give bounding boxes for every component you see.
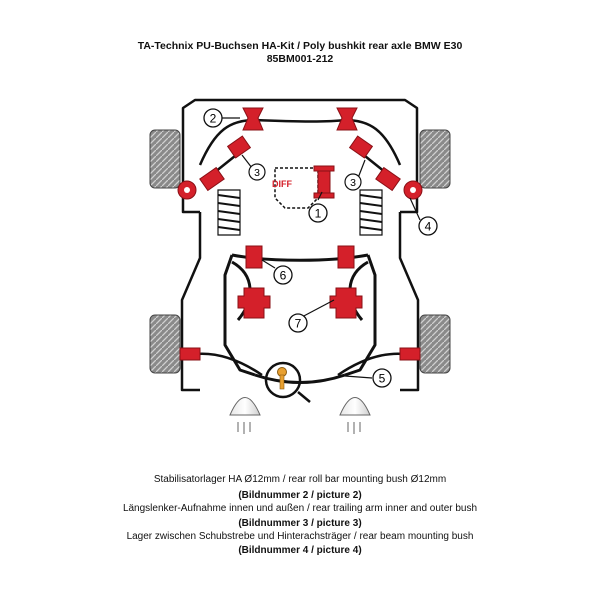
wheel-front-left (149, 129, 181, 189)
svg-text:3: 3 (254, 167, 260, 179)
differential: DIFF (272, 167, 319, 209)
lamp-left (229, 397, 261, 434)
bush-diff-mount (313, 165, 335, 199)
svg-text:1: 1 (315, 207, 322, 221)
callout-2: 2 (203, 108, 223, 128)
bush-beam-upper-left (245, 245, 263, 269)
caption-picture-4: (Bildnummer 4 / picture 4) (238, 545, 362, 556)
bush-beam-lower-left (237, 287, 271, 319)
caption-picture-2: (Bildnummer 2 / picture 2) (238, 490, 362, 501)
bush-trailing-arm-inner-right (348, 135, 374, 159)
bush-rear-arm-left (179, 347, 201, 361)
diff-label: DIFF (272, 179, 292, 189)
svg-text:7: 7 (295, 317, 302, 331)
bush-mount-right (403, 180, 423, 200)
bush-roll-bar-right (336, 107, 358, 131)
caption-rear-beam: Lager zwischen Schubstrebe und Hinterach… (126, 531, 474, 542)
bush-trailing-arm-outer-right (375, 166, 401, 192)
caption-roll-bar: Stabilisatorlager HA Ø12mm / rear roll b… (153, 474, 447, 485)
bush-trailing-arm-outer-left (199, 166, 225, 192)
svg-text:5: 5 (379, 372, 386, 386)
title-line-1: TA-Technix PU-Buchsen HA-Kit / Poly bush… (137, 40, 463, 52)
spring-left (217, 189, 241, 236)
spring-right (359, 189, 383, 236)
svg-text:3: 3 (350, 177, 356, 189)
rear-axle-diagram: DIFF (149, 98, 451, 434)
callout-7: 7 (288, 313, 308, 333)
svg-text:6: 6 (280, 269, 287, 283)
wheel-rear-right (419, 314, 451, 374)
bush-mount-left (177, 180, 197, 200)
frame-outline (180, 98, 420, 392)
svg-text:2: 2 (210, 112, 217, 126)
roll-bar (198, 118, 402, 166)
bush-roll-bar-left (242, 107, 264, 131)
bush-rear-arm-right (399, 347, 421, 361)
bush-trailing-arm-inner-left (226, 135, 252, 159)
callout-6: 6 (273, 265, 293, 285)
magnifier (264, 361, 311, 403)
bush-beam-lower-right (329, 287, 363, 319)
callout-3-right: 3 (344, 173, 362, 191)
callout-leaders (222, 117, 421, 379)
callout-4: 4 (418, 216, 438, 236)
caption-trailing-arm: Längslenker-Aufnahme innen und außen / r… (122, 503, 478, 514)
caption-picture-3: (Bildnummer 3 / picture 3) (238, 518, 362, 529)
svg-text:4: 4 (425, 220, 432, 234)
callout-5: 5 (372, 368, 392, 388)
callout-1: 1 (308, 203, 328, 223)
part-number: 85BM001-212 (266, 53, 334, 65)
wheel-front-right (419, 129, 451, 189)
wheel-rear-left (149, 314, 181, 374)
bush-beam-upper-right (337, 245, 355, 269)
lamp-right (339, 397, 371, 434)
callout-3-left: 3 (248, 163, 266, 181)
